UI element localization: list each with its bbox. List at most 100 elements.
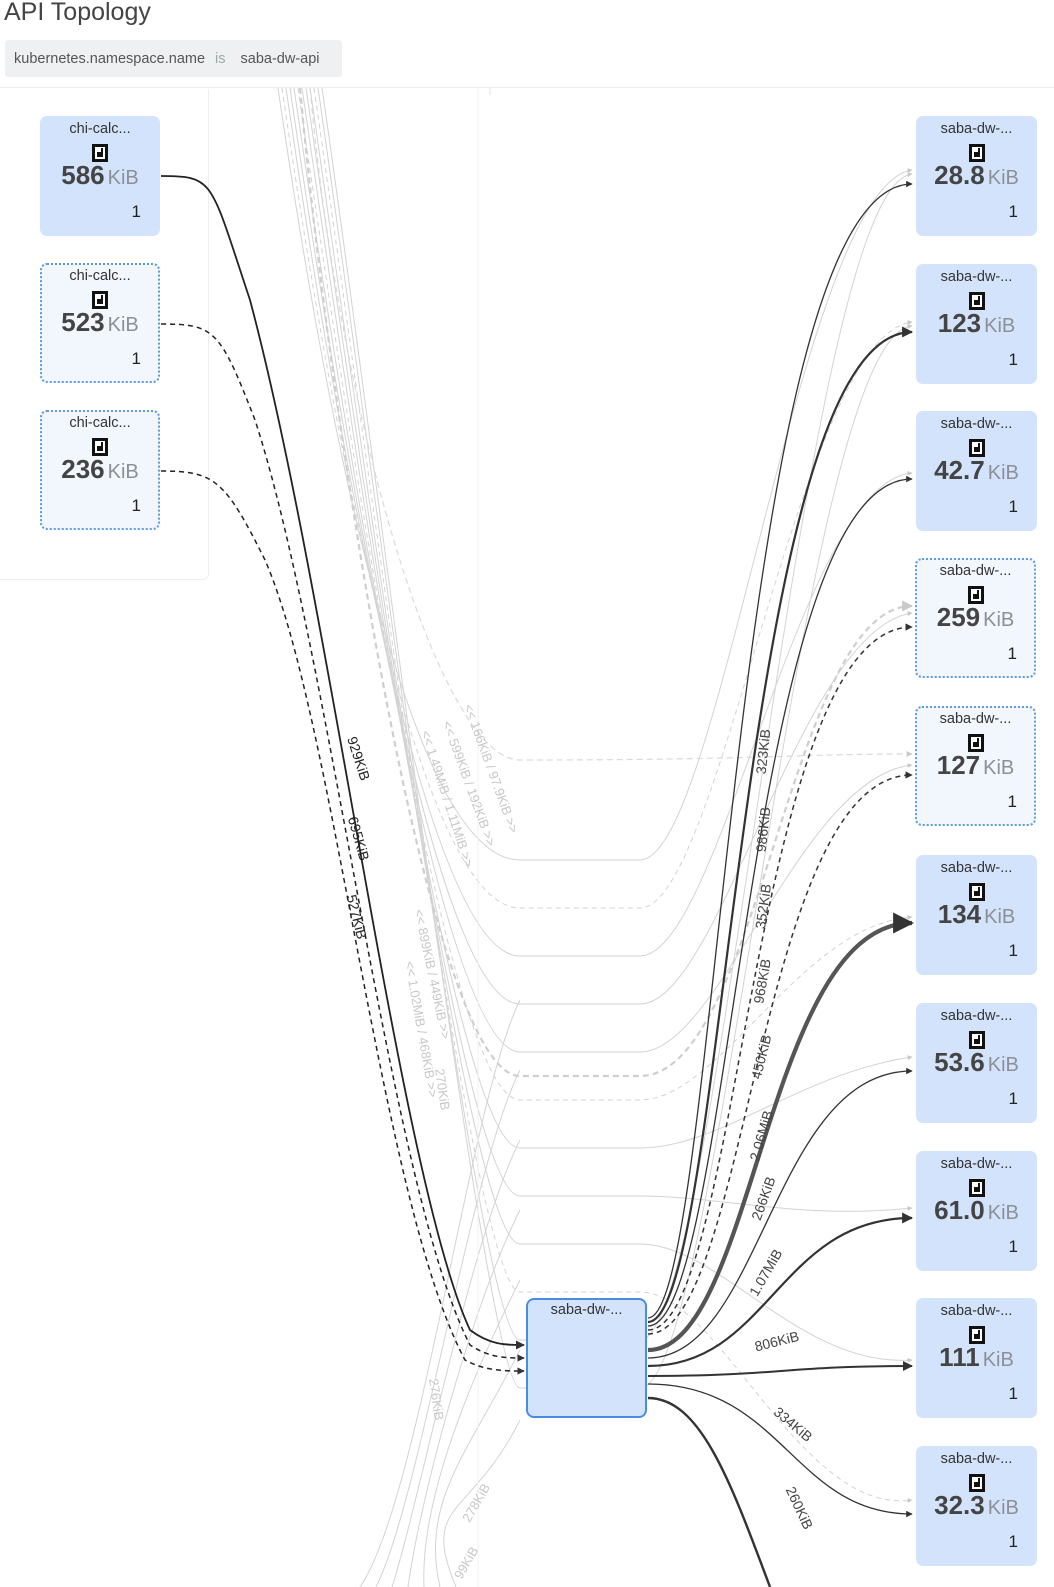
node-name: chi-calc... [69, 121, 131, 137]
faint-edge [435, 1349, 521, 1587]
faint-edge [305, 87, 913, 1212]
node-traffic-unit: KiB [983, 609, 1015, 631]
faint-edge [281, 87, 913, 909]
node-traffic-value: 134 [937, 899, 982, 929]
outbound-edge-10 [647, 1383, 913, 1518]
outbound-edge-label: 323KiB [753, 728, 774, 775]
outbound-edge-label: 352KiB [752, 883, 774, 930]
node-instance-count: 1 [1008, 497, 1018, 516]
node-instance-count: 1 [1007, 644, 1017, 663]
node-traffic-value: 28.8 [934, 160, 985, 190]
outbound-edge-label: 450KiB [748, 1033, 774, 1081]
namespace-filter-chip[interactable]: kubernetes.namespace.name is saba-dw-api [5, 40, 342, 77]
node-instance-count: 1 [131, 349, 141, 368]
outbound-edge-4 [647, 623, 913, 1331]
node-name: chi-calc... [69, 415, 131, 431]
node-traffic-value: 586 [61, 160, 105, 190]
faint-edge [407, 1209, 521, 1587]
node-instance-count: 1 [1008, 1532, 1018, 1551]
faint-edge [293, 87, 913, 1053]
outbound-edge-label: 986KiB [753, 806, 774, 853]
inbound-edge-3 [160, 470, 525, 1375]
pod-icon [92, 291, 108, 309]
faint-edge-label: 99KiB [451, 1544, 481, 1582]
node-name: saba-dw-... [550, 1302, 623, 1318]
outbound-edge-label: 806KiB [753, 1328, 801, 1354]
node-traffic-unit: KiB [987, 1054, 1019, 1076]
outbound-edge-label: 260KiB [783, 1484, 817, 1532]
filter-key: kubernetes.namespace.name [14, 50, 206, 67]
node-traffic-unit: KiB [107, 167, 139, 189]
node-instance-count: 1 [1008, 1384, 1018, 1403]
pod-icon [92, 144, 108, 162]
node-instance-count: 1 [1008, 941, 1018, 960]
node-traffic-unit: KiB [987, 167, 1019, 189]
pod-icon [967, 586, 984, 604]
faint-edge [301, 87, 913, 1149]
node-instance-count: 1 [1008, 1237, 1018, 1256]
inbound-edge-2 [160, 323, 525, 1362]
outbound-edge-5 [647, 771, 913, 1335]
node-traffic-value: 523 [61, 307, 105, 337]
inbound-edge-1 [160, 175, 525, 1350]
page-title: API Topology [4, 0, 151, 26]
faint-edge [277, 87, 913, 861]
node-traffic-value: 42.7 [934, 455, 985, 485]
faint-edge [289, 87, 913, 1005]
node-instance-count: 1 [131, 496, 141, 515]
node-traffic-value: 61.0 [934, 1195, 985, 1225]
node-traffic-unit: KiB [982, 1349, 1014, 1371]
pod-icon [968, 1326, 985, 1344]
faint-edge [309, 87, 913, 761]
center-node-saba-dw[interactable]: saba-dw-... [526, 1298, 647, 1418]
header-divider [0, 87, 1054, 88]
filter-value: saba-dw-api [240, 50, 320, 67]
outbound-edge-2 [647, 326, 914, 1324]
outbound-edge-3 [647, 475, 913, 1327]
filter-operator: is [215, 50, 226, 67]
faint-edge [321, 87, 913, 1389]
outbound-edge-1 [647, 180, 913, 1319]
faint-edge [423, 1279, 521, 1587]
node-traffic-unit: KiB [983, 757, 1015, 779]
source-group-panel [0, 89, 209, 580]
pod-icon [968, 1474, 985, 1492]
faint-edge [313, 87, 913, 1504]
node-traffic-value: 111 [939, 1342, 980, 1372]
node-traffic-value: 259 [936, 602, 981, 632]
node-traffic-unit: KiB [984, 906, 1016, 928]
faint-edge-label: 270KiB [432, 1068, 453, 1112]
faint-edge-label: 276KiB [426, 1378, 447, 1422]
faint-edge [375, 1069, 521, 1587]
pod-icon [968, 1179, 985, 1197]
node-traffic-unit: KiB [987, 1202, 1019, 1224]
inbound-edge-label: 929KiB [344, 735, 373, 783]
node-name: saba-dw-... [940, 269, 1013, 285]
node-name: saba-dw-... [940, 121, 1013, 137]
outbound-edge-label: 968KiB [750, 958, 774, 1005]
node-name: saba-dw-... [940, 416, 1013, 432]
node-traffic-unit: KiB [107, 314, 139, 336]
